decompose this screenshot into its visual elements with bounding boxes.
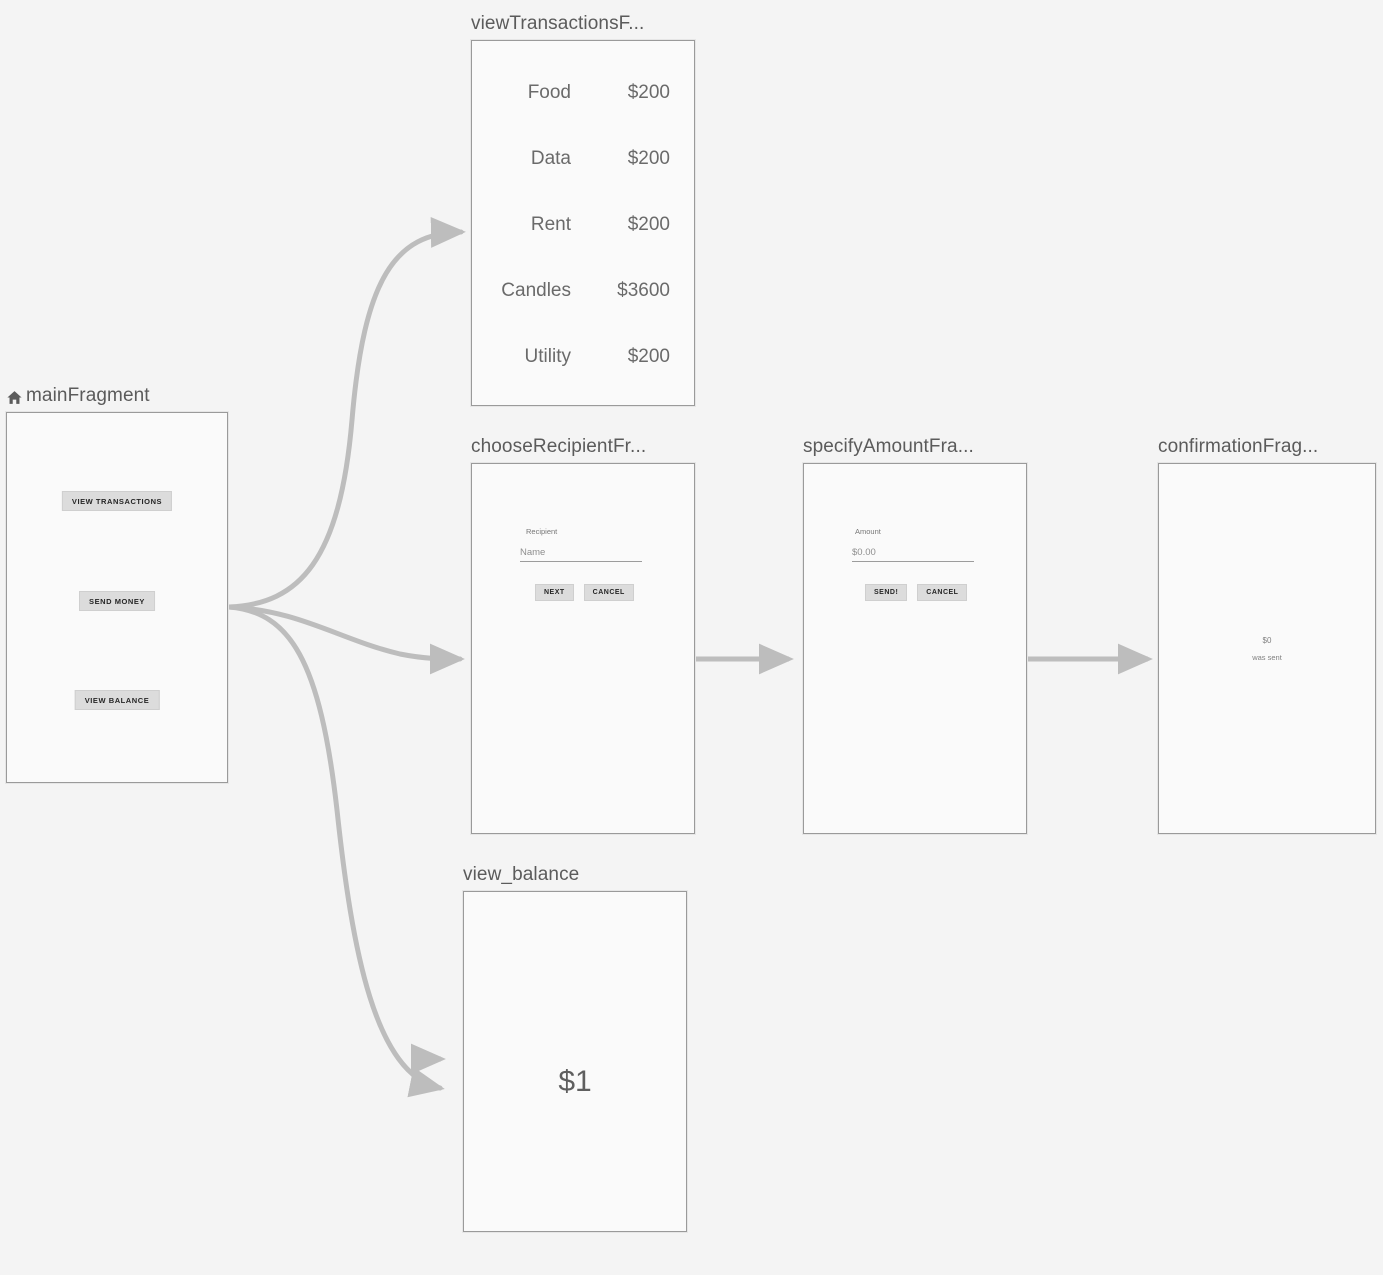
table-row: Candles $3600 xyxy=(472,280,694,302)
node-title-main-fragment: mainFragment xyxy=(6,385,228,407)
view-balance-preview: $1 xyxy=(464,892,686,1231)
confirmation-preview: $0 was sent xyxy=(1159,464,1375,833)
button-view-transactions[interactable]: VIEW TRANSACTIONS xyxy=(61,491,173,511)
button-view-balance[interactable]: VIEW BALANCE xyxy=(74,690,160,710)
node-title-text: mainFragment xyxy=(26,385,150,406)
node-title-text: chooseRecipientFr... xyxy=(471,436,647,457)
transaction-amount: $200 xyxy=(627,346,670,367)
node-title-confirmation: confirmationFrag... xyxy=(1158,436,1376,458)
table-row: Food $200 xyxy=(472,82,694,104)
amount-field-label: Amount xyxy=(855,527,881,536)
edge-main-to-view-balance xyxy=(226,604,445,1098)
confirmation-message: was sent xyxy=(1252,652,1282,662)
node-title-view-balance: view_balance xyxy=(463,864,687,886)
specify-amount-preview: Amount $0.00 SEND! CANCEL xyxy=(804,464,1026,833)
node-specify-amount-fragment[interactable]: specifyAmountFra... Amount $0.00 SEND! C… xyxy=(803,436,1027,834)
node-view-balance[interactable]: view_balance $1 xyxy=(463,864,687,1232)
edge-main-to-view-transactions xyxy=(226,217,466,610)
node-choose-recipient-fragment[interactable]: chooseRecipientFr... Recipient Name NEXT… xyxy=(471,436,695,834)
home-icon xyxy=(6,389,23,406)
node-title-choose-recipient: chooseRecipientFr... xyxy=(471,436,695,458)
transaction-label: Rent xyxy=(530,214,571,235)
node-title-text: confirmationFrag... xyxy=(1158,436,1319,457)
cancel-button[interactable]: CANCEL xyxy=(917,584,968,601)
table-row: Rent $200 xyxy=(472,214,694,236)
choose-recipient-preview: Recipient Name NEXT CANCEL xyxy=(472,464,694,833)
transaction-label: Utility xyxy=(524,346,571,367)
next-button[interactable]: NEXT xyxy=(535,584,574,601)
node-title-text: viewTransactionsF... xyxy=(471,13,645,34)
choose-recipient-actions: NEXT CANCEL xyxy=(535,584,634,601)
transaction-amount: $3600 xyxy=(617,280,670,301)
node-view-transactions-fragment[interactable]: viewTransactionsF... Food $200 Data $200… xyxy=(471,13,695,406)
node-title-view-transactions: viewTransactionsF... xyxy=(471,13,695,35)
transaction-label: Food xyxy=(527,82,571,103)
cancel-button[interactable]: CANCEL xyxy=(583,584,634,601)
transaction-amount: $200 xyxy=(627,214,670,235)
main-fragment-preview: VIEW TRANSACTIONS SEND MONEY VIEW BALANC… xyxy=(7,413,227,782)
node-title-specify-amount: specifyAmountFra... xyxy=(803,436,1027,458)
transactions-list: Food $200 Data $200 Rent $200 Candles $3… xyxy=(472,41,694,405)
table-row: Data $200 xyxy=(472,148,694,170)
transaction-label: Data xyxy=(530,148,571,169)
frame-confirmation-fragment[interactable]: $0 was sent xyxy=(1158,463,1376,834)
node-main-fragment[interactable]: mainFragment VIEW TRANSACTIONS SEND MONE… xyxy=(6,385,228,783)
recipient-field-label: Recipient xyxy=(526,527,558,536)
amount-input[interactable]: $0.00 xyxy=(852,547,974,562)
frame-choose-recipient-fragment[interactable]: Recipient Name NEXT CANCEL xyxy=(471,463,695,834)
button-send-money[interactable]: SEND MONEY xyxy=(79,591,155,611)
frame-specify-amount-fragment[interactable]: Amount $0.00 SEND! CANCEL xyxy=(803,463,1027,834)
send-button[interactable]: SEND! xyxy=(865,584,908,601)
node-title-text: specifyAmountFra... xyxy=(803,436,974,457)
table-row: Utility $200 xyxy=(472,346,694,368)
confirmation-amount: $0 xyxy=(1262,635,1272,645)
frame-view-transactions-fragment[interactable]: Food $200 Data $200 Rent $200 Candles $3… xyxy=(471,40,695,406)
edge-main-to-choose-recipient xyxy=(226,604,465,675)
transaction-amount: $200 xyxy=(627,148,670,169)
transaction-label: Candles xyxy=(501,280,571,301)
node-confirmation-fragment[interactable]: confirmationFrag... $0 was sent xyxy=(1158,436,1376,834)
frame-main-fragment[interactable]: VIEW TRANSACTIONS SEND MONEY VIEW BALANC… xyxy=(6,412,228,783)
node-title-text: view_balance xyxy=(463,864,580,885)
frame-view-balance[interactable]: $1 xyxy=(463,891,687,1232)
transaction-amount: $200 xyxy=(627,82,670,103)
balance-amount: $1 xyxy=(558,1065,592,1098)
recipient-name-input[interactable]: Name xyxy=(520,547,642,562)
specify-amount-actions: SEND! CANCEL xyxy=(865,584,968,601)
